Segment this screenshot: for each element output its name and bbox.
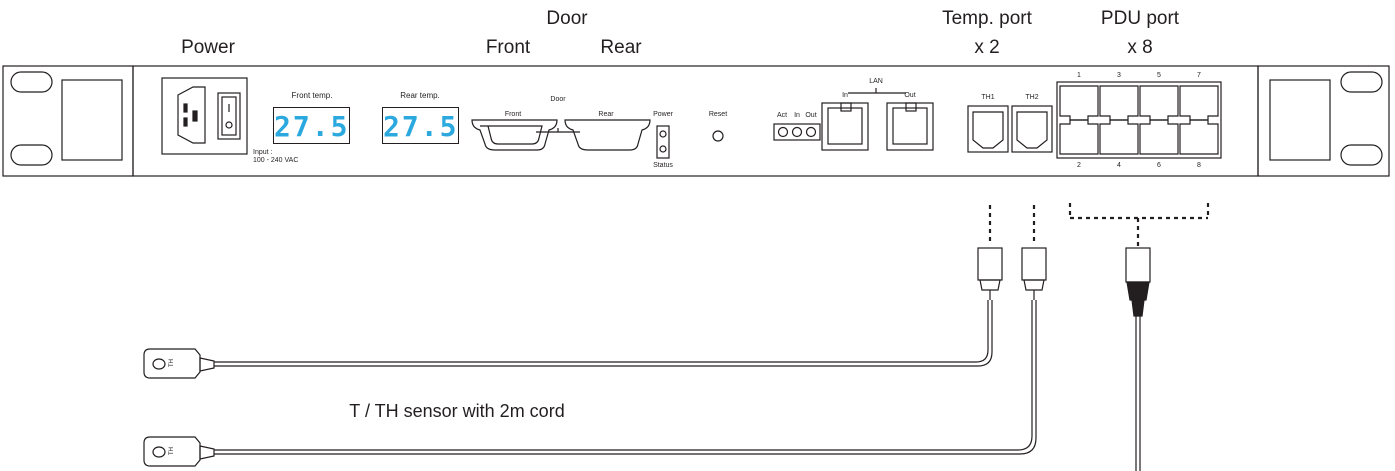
th2-label: TH2 [1025,94,1039,101]
door-front-label: Front [504,111,522,118]
th1-plug [977,247,1003,300]
th1-port [967,105,1009,153]
power-switch [217,92,241,140]
pdu-port [1179,119,1219,155]
door-heading: Door [546,8,588,29]
th1-label: TH1 [981,94,995,101]
pdu-port [1179,85,1219,121]
power-inlet [161,77,248,155]
pdu-port-number: 4 [1117,162,1121,169]
rear-heading: Rear [600,37,642,58]
pdu-port-number: 7 [1197,72,1201,79]
status-led-label: Status [653,162,673,169]
pdu-port-number: 5 [1157,72,1161,79]
pdu-port-number: 2 [1077,162,1081,169]
in-led-label: In [794,112,800,119]
pdu-port [1099,85,1139,121]
th2-port [1011,105,1053,153]
reset-label: Reset [708,111,728,118]
lan-in-port [821,102,869,151]
sensor-1 [143,348,215,379]
door-front-connector [471,119,558,151]
pdu-port [1099,119,1139,155]
pdu-port [1059,119,1099,155]
input-value: 100 - 240 VAC [253,157,299,164]
temp-port-heading: Temp. port [942,8,1032,29]
front-temp-display: 27.5 [273,107,350,144]
lan-out-port [886,102,934,151]
rear-temp-display: 27.5 [382,107,459,144]
temp-port-count: x 2 [974,37,1000,58]
pdu-port [1059,85,1099,121]
pdu-port [1139,119,1179,155]
pdu-port-number: 1 [1077,72,1081,79]
lan-out-label: Out [904,92,916,99]
power-heading: Power [181,37,235,58]
pdu-port [1139,85,1179,121]
door-rear-label: Rear [598,111,614,118]
lan-in-label: In [842,92,848,99]
act-label: Act [776,112,788,119]
power-led-label: Power [653,111,673,118]
door-rear-connector [564,119,651,151]
pdu-port-block [1056,81,1222,159]
front-temp-label: Front temp. [291,91,333,100]
lan-label: LAN [869,78,883,85]
pdu-port-count: x 8 [1127,37,1153,58]
sensor-caption: T / TH sensor with 2m cord [349,401,565,421]
lan-led-block [773,123,821,141]
rear-temp-label: Rear temp. [400,91,440,100]
sensor-1-tag: TH [169,359,175,367]
pdu-port-number: 8 [1197,162,1201,169]
th2-plug [1021,247,1047,300]
chassis [132,65,1259,177]
pdu-port-number: 3 [1117,72,1121,79]
pdu-port-number: 6 [1157,162,1161,169]
led-block [656,125,670,159]
pdu-port-heading: PDU port [1100,8,1180,29]
out-led-label: Out [805,112,817,119]
sensor-2 [143,436,215,467]
front-heading: Front [485,37,531,58]
input-label: Input : [253,149,273,156]
pdu-plug [1125,247,1151,317]
sensor-2-tag: TH [169,447,175,455]
door-label: Door [550,96,566,103]
reset-button [712,130,724,142]
